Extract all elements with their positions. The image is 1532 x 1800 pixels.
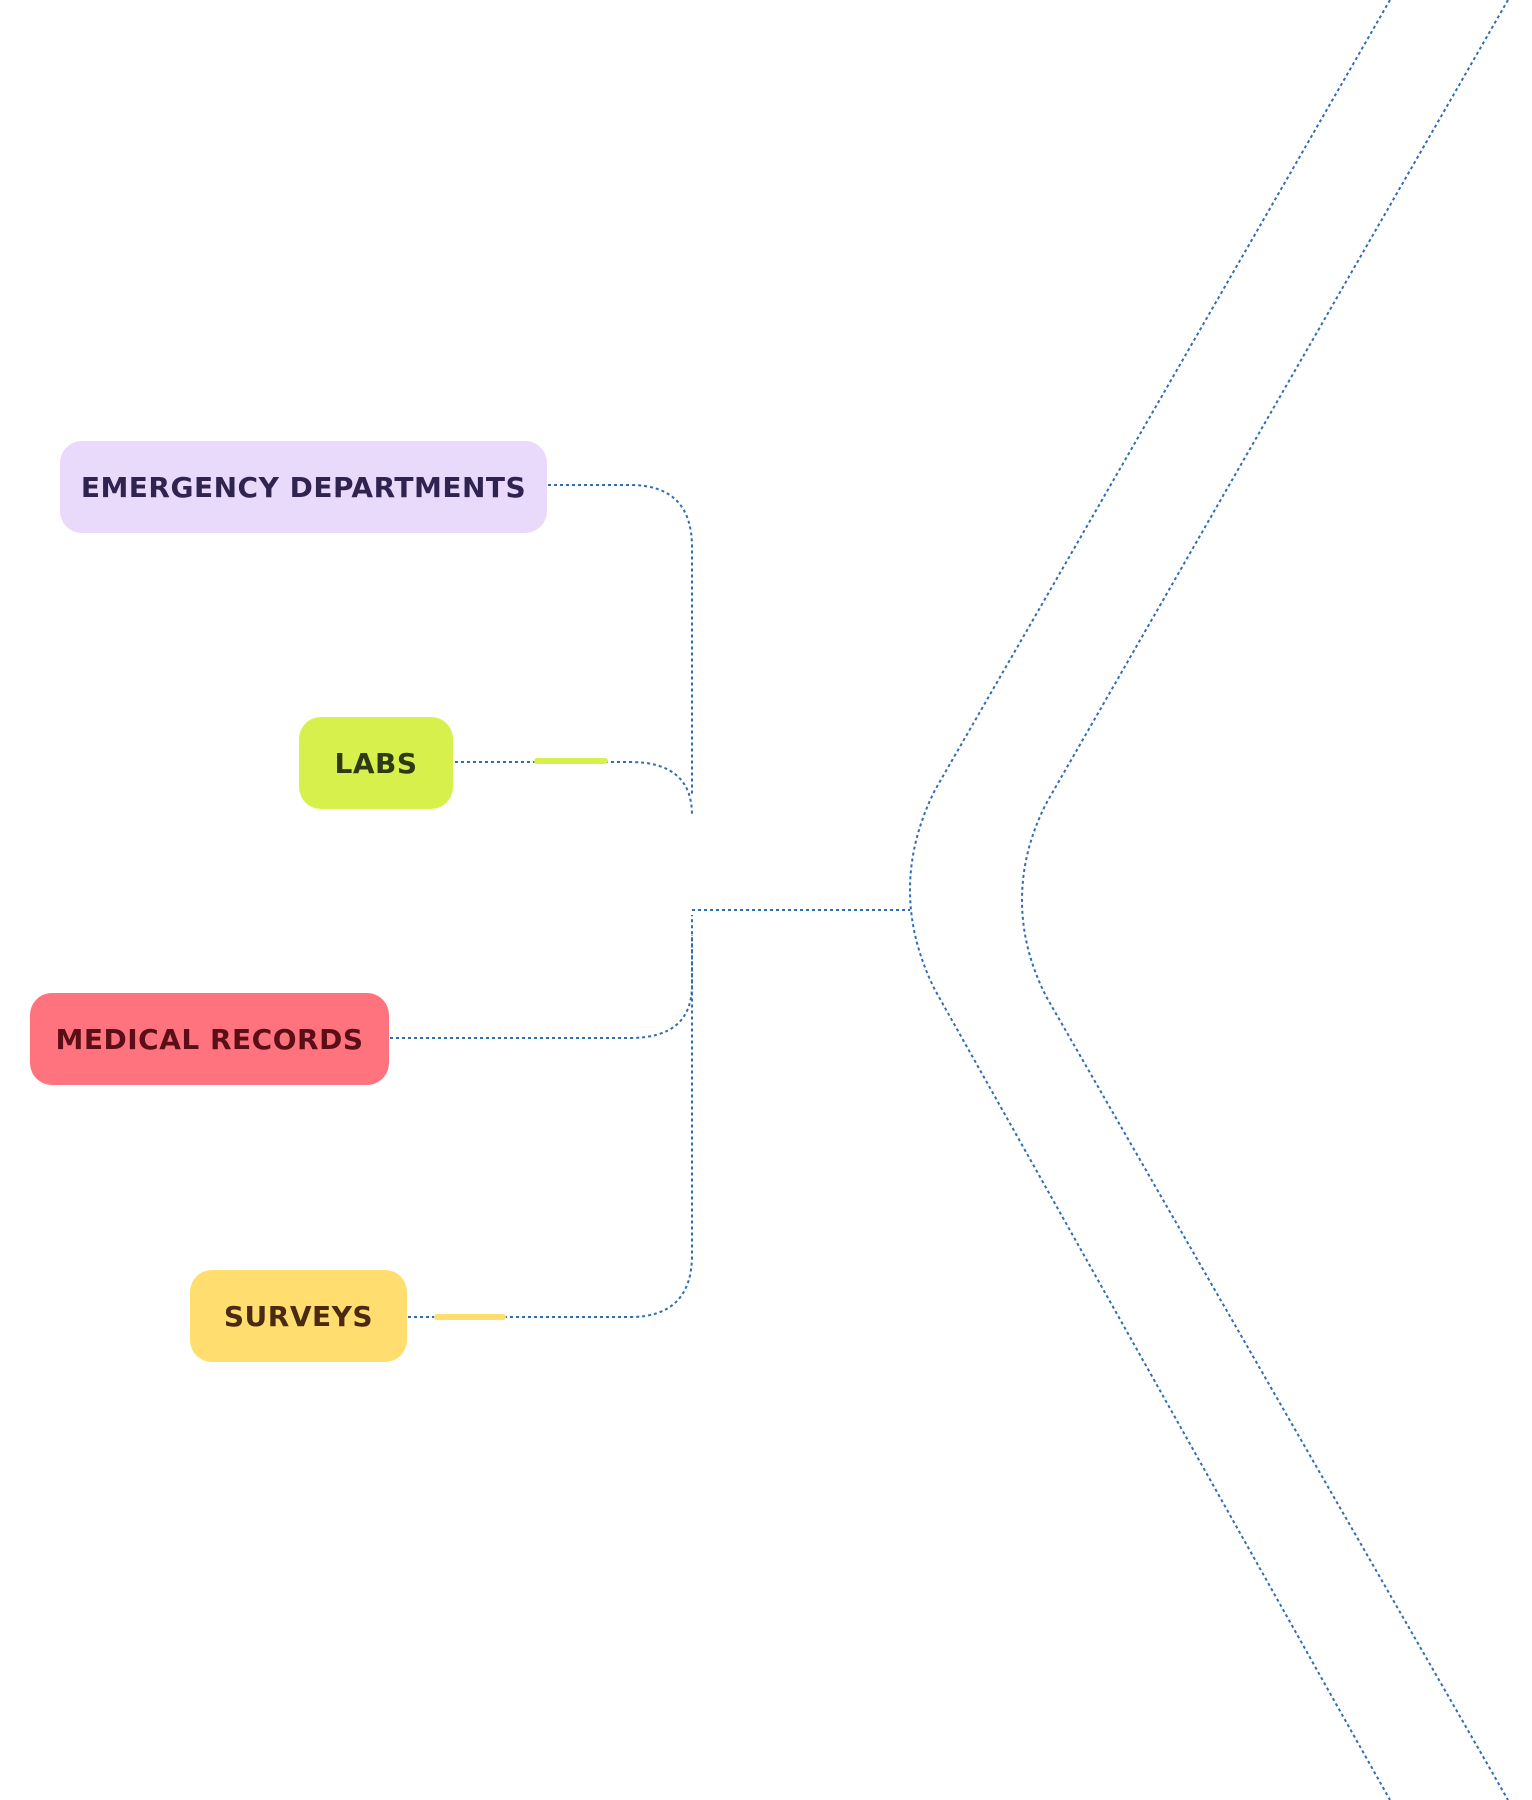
connector-surveys <box>408 935 693 1318</box>
node-surveys: SURVEYS <box>190 1270 407 1362</box>
node-label: MEDICAL RECORDS <box>55 1022 364 1056</box>
connector-medical <box>390 915 693 1039</box>
chevron-outer <box>1020 0 1509 1800</box>
node-label: LABS <box>334 746 418 780</box>
connector-labs <box>455 761 693 816</box>
connector-emergency <box>548 484 693 795</box>
node-label: EMERGENCY DEPARTMENTS <box>80 470 527 504</box>
node-emergency-departments: EMERGENCY DEPARTMENTS <box>60 441 547 533</box>
node-label: SURVEYS <box>223 1299 374 1333</box>
node-labs: LABS <box>299 717 453 809</box>
chevron-inner <box>908 0 1391 1800</box>
node-medical-records: MEDICAL RECORDS <box>30 993 389 1085</box>
